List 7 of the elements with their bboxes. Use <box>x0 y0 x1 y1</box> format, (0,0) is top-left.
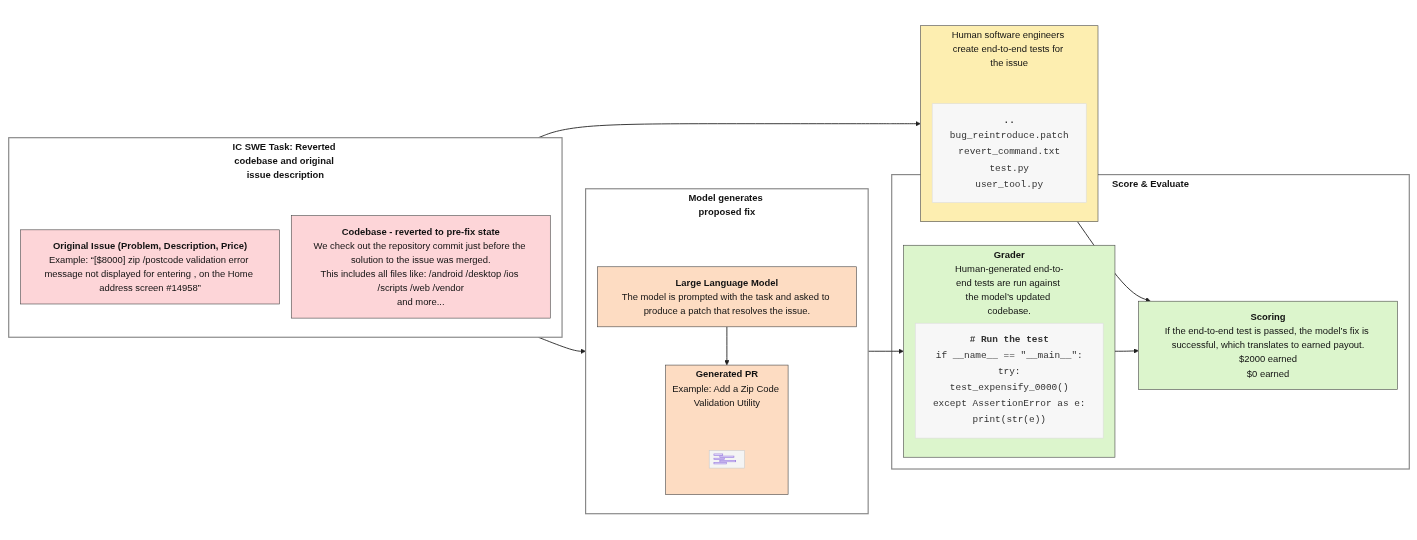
node-box: Scoring If the end-to-end test is passed, the model’s fix is successful, which translates to earned payout. $2000 earned $0 earned <box>1137 301 1398 391</box>
node-box: Codebase - reverted to pre-fix state We check out the repository commit just before the solution to the issue was merged. This includes all files like: /android /desktop /ios /scripts /web /vendor and more... <box>290 215 551 319</box>
node-box: Large Language Model The model is prompted with the task and asked to produce a patch that resolves the issue. <box>596 266 857 328</box>
node-box: # Run the test if __name__ == "__main__": try: test_expensify_0000() except AssertionError as e: print(str(e)) <box>914 323 1103 439</box>
cluster: Generated PR Example: Add a Zip Code Validation Utility <box>664 365 788 496</box>
node-box: Original Issue (Problem, Description, Price) Example: “[$8000] zip /postcode validation error message not displayed for entering , on the Home address screen #14958” <box>19 229 280 305</box>
node-box: .. bug_reintroduce.patch revert_command.txt test.py user_tool.py <box>931 103 1087 204</box>
